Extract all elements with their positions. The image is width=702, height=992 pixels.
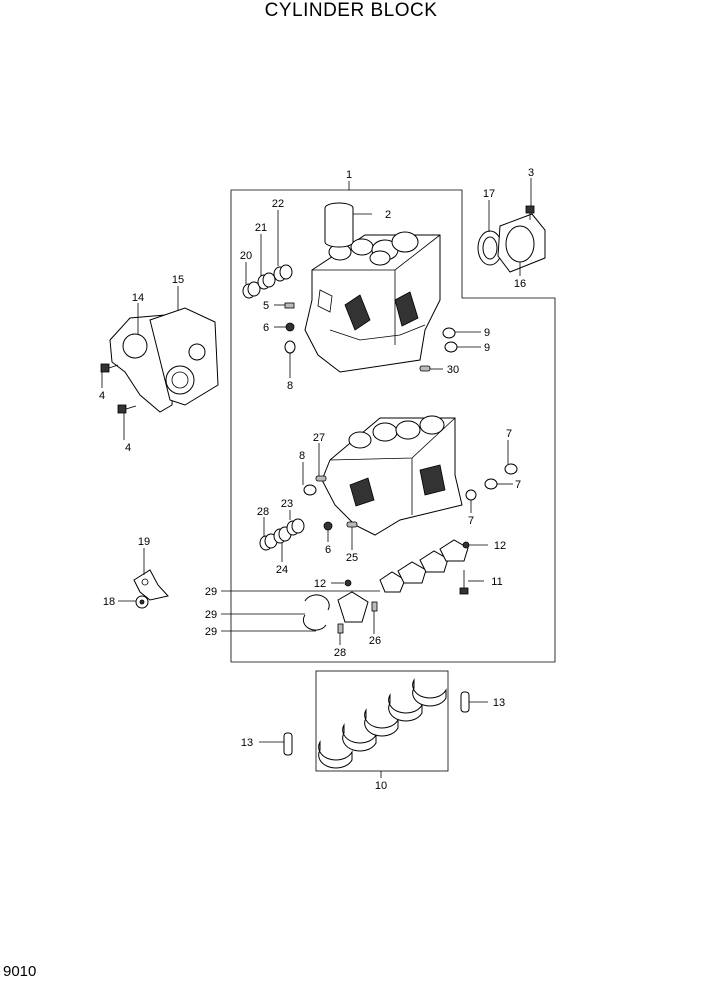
bolt-18 xyxy=(135,595,149,609)
callout-29-c: 29 xyxy=(205,626,217,638)
gear-case xyxy=(109,307,219,413)
plug-8-lower xyxy=(303,484,317,496)
pin-12-lower xyxy=(344,579,352,587)
callout-28-upper: 28 xyxy=(257,506,269,518)
plug-6-upper xyxy=(285,322,295,332)
callout-7-a: 7 xyxy=(506,428,512,440)
callout-15: 15 xyxy=(172,274,184,286)
callout-11: 11 xyxy=(491,576,502,588)
upper-cylinder-block xyxy=(304,231,441,373)
callout-6-upper: 6 xyxy=(263,322,269,334)
callout-17: 17 xyxy=(483,188,495,200)
page-code: 9010 xyxy=(3,963,37,980)
bolt-3 xyxy=(525,205,535,220)
callout-25: 25 xyxy=(346,552,358,564)
rear-oil-seal xyxy=(477,230,503,266)
callout-13-right: 13 xyxy=(493,697,505,709)
callout-18: 18 xyxy=(103,596,115,608)
bearing-set-frame xyxy=(315,670,449,772)
callout-8-lower: 8 xyxy=(299,450,305,462)
rear-seal-case xyxy=(497,213,546,273)
callout-26: 26 xyxy=(369,635,381,647)
bolt-11 xyxy=(459,570,469,595)
lower-cylinder-block xyxy=(321,415,463,536)
callout-12-upper: 12 xyxy=(494,540,506,552)
callout-21: 21 xyxy=(255,222,267,234)
plug-9-b xyxy=(444,341,458,353)
callout-13-left: 13 xyxy=(241,737,253,749)
leader-lines xyxy=(101,178,532,743)
plug-9-a xyxy=(442,327,456,339)
callout-28-lower: 28 xyxy=(334,647,346,659)
callout-8-upper: 8 xyxy=(287,380,293,392)
callout-29-a: 29 xyxy=(205,586,217,598)
cylinder-liner xyxy=(324,202,354,248)
thrust-washer-b xyxy=(302,614,327,631)
callout-9-b: 9 xyxy=(484,342,490,354)
callout-16: 16 xyxy=(514,278,526,290)
page-title: CYLINDER BLOCK xyxy=(264,0,438,21)
bearing-caps xyxy=(337,539,469,623)
callout-14: 14 xyxy=(132,292,144,304)
callout-20: 20 xyxy=(240,250,252,262)
callout-19: 19 xyxy=(138,536,150,548)
callout-3: 3 xyxy=(528,167,534,179)
plug-7-b xyxy=(484,478,498,490)
pin-13-left xyxy=(283,732,293,756)
bracket-19 xyxy=(133,569,169,601)
plug-6-lower xyxy=(323,521,333,531)
plug-8 xyxy=(284,340,296,354)
callout-27: 27 xyxy=(313,432,325,444)
bolt-4b xyxy=(117,404,137,414)
pin-12-upper xyxy=(462,541,470,549)
pin-26 xyxy=(371,601,378,612)
callout-24: 24 xyxy=(276,564,288,576)
callout-7-c: 7 xyxy=(468,515,474,527)
callout-5: 5 xyxy=(263,300,269,312)
callout-12-lower: 12 xyxy=(314,578,326,590)
callout-4-b: 4 xyxy=(125,442,131,454)
callout-7-b: 7 xyxy=(515,479,521,491)
plug-7-c xyxy=(465,489,477,501)
main-bearings xyxy=(318,679,447,769)
callout-4-a: 4 xyxy=(99,390,105,402)
pin-27 xyxy=(315,475,327,482)
pin-25 xyxy=(346,521,358,528)
dowel-5 xyxy=(284,302,295,309)
cam-bushings xyxy=(242,264,293,299)
callout-6-lower: 6 xyxy=(325,544,331,556)
assembly-frame xyxy=(230,189,556,663)
bolt-4a xyxy=(100,363,119,373)
callout-1: 1 xyxy=(346,169,352,181)
callout-2: 2 xyxy=(385,209,391,221)
thrust-washer-a xyxy=(304,594,330,611)
callout-10: 10 xyxy=(375,780,387,792)
callout-23: 23 xyxy=(281,498,293,510)
callout-30: 30 xyxy=(447,364,459,376)
plug-7-a xyxy=(504,463,518,475)
cam-bushings-lower xyxy=(259,518,305,551)
callout-22: 22 xyxy=(272,198,284,210)
callout-9-a: 9 xyxy=(484,327,490,339)
pin-30 xyxy=(419,365,431,372)
pin-13-right xyxy=(460,691,470,713)
pin-28-lower xyxy=(337,623,344,634)
callout-29-b: 29 xyxy=(205,609,217,621)
